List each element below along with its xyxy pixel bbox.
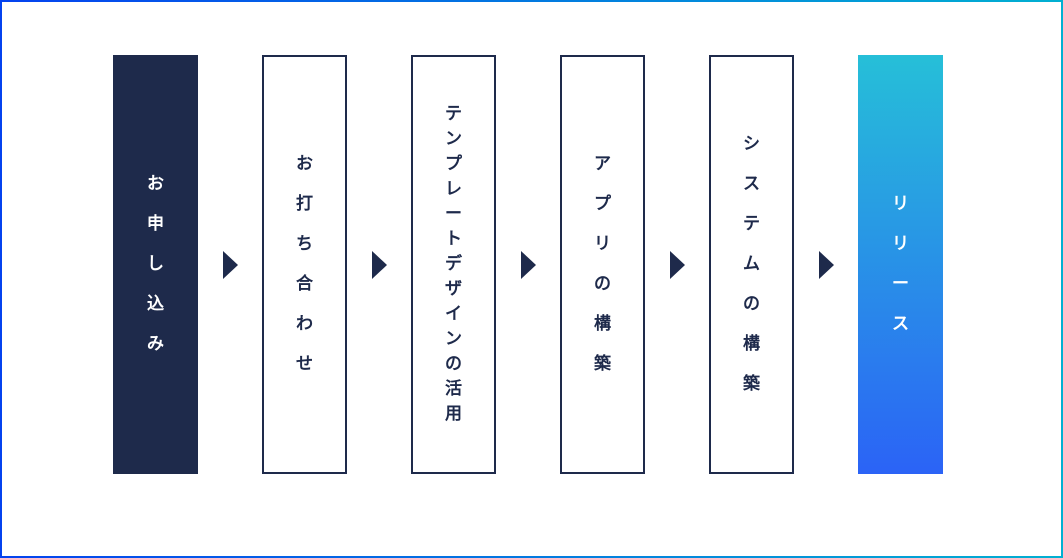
step-app-build-label: アプリの構築: [594, 154, 611, 374]
step-release: リリース: [858, 55, 943, 474]
step-template-design-label: テンプレートデザインの活用: [445, 104, 462, 424]
arrow-right-icon: [669, 250, 685, 279]
arrow-right-icon: [520, 250, 536, 279]
arrow-cell: [645, 55, 709, 474]
arrow-cell: [794, 55, 858, 474]
step-application: お申し込み: [113, 55, 198, 474]
arrow-right-icon: [818, 250, 834, 279]
arrow-right-icon: [371, 250, 387, 279]
step-meeting: お打ち合わせ: [262, 55, 347, 474]
step-release-label: リリース: [892, 194, 909, 334]
arrow-cell: [347, 55, 411, 474]
step-system-build-label: システムの構築: [743, 134, 760, 394]
arrow-cell: [496, 55, 560, 474]
arrow-right-icon: [222, 250, 238, 279]
step-template-design: テンプレートデザインの活用: [411, 55, 496, 474]
step-app-build: アプリの構築: [560, 55, 645, 474]
step-application-label: お申し込み: [147, 174, 164, 354]
step-meeting-label: お打ち合わせ: [296, 154, 313, 374]
arrow-cell: [198, 55, 262, 474]
step-system-build: システムの構築: [709, 55, 794, 474]
